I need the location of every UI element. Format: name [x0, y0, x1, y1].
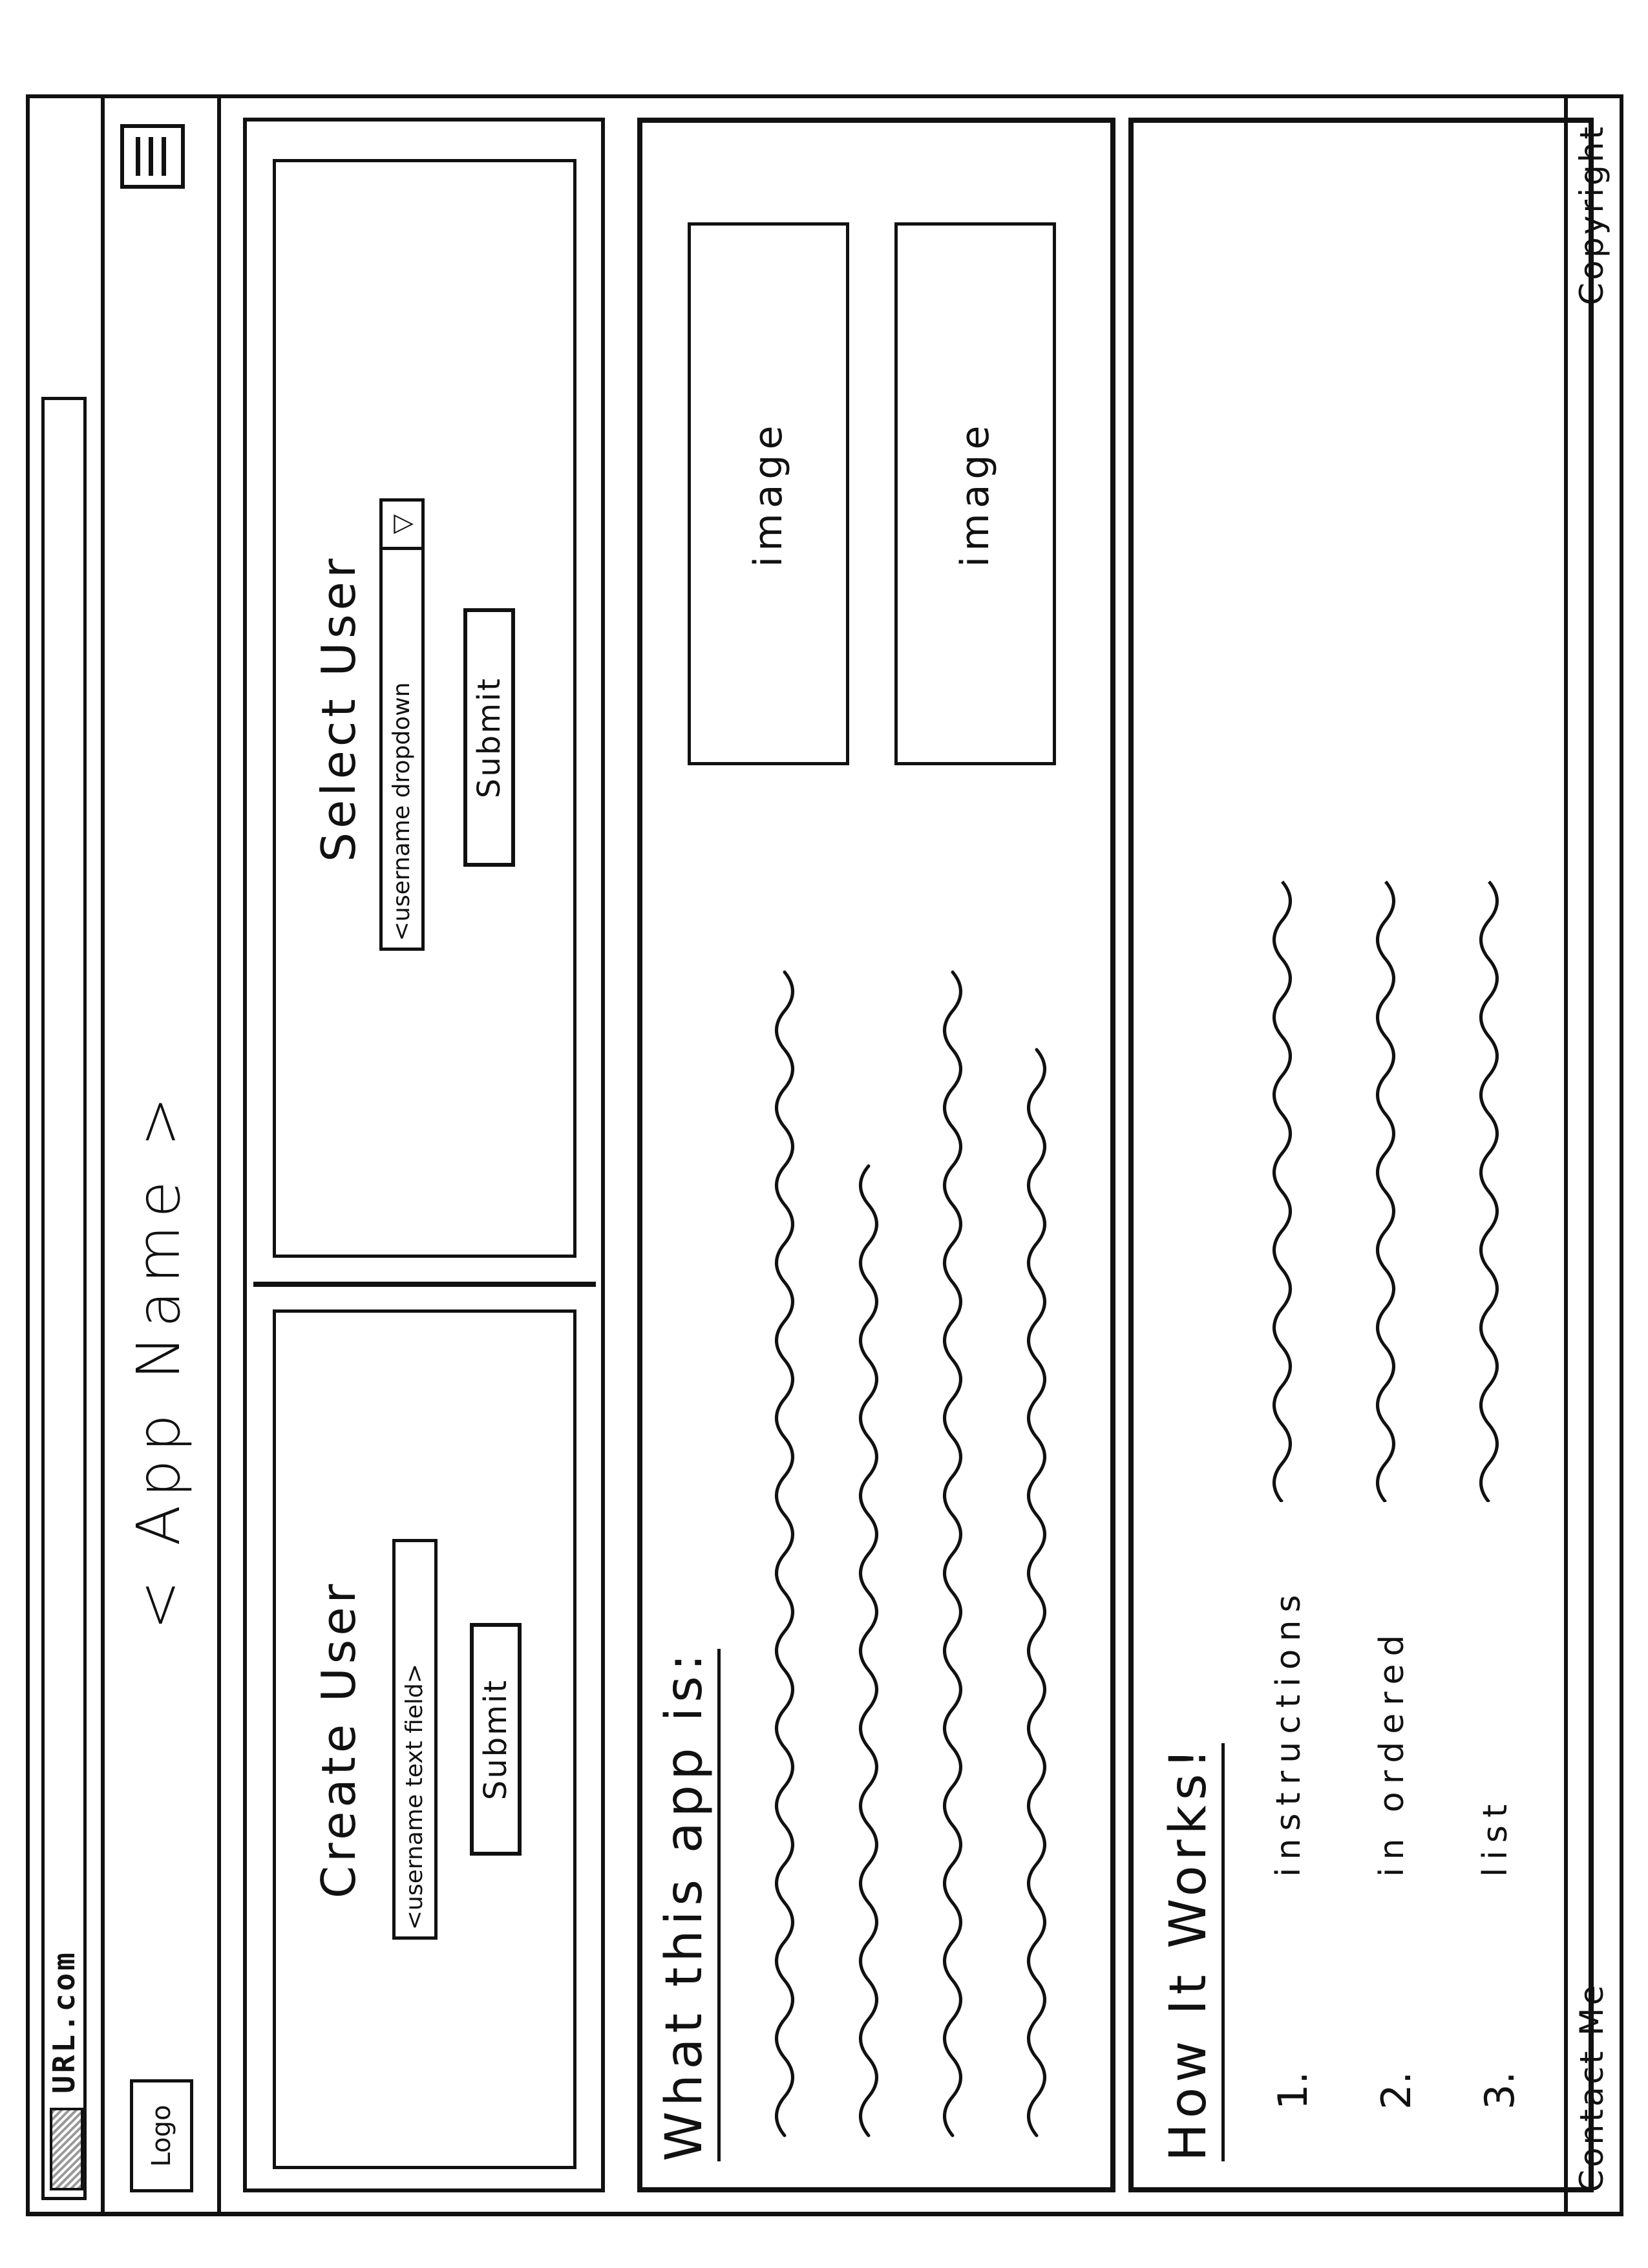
address-bar: URL.com	[30, 98, 105, 2212]
about-image-1: image	[688, 222, 849, 765]
site-header: Logo < App Name >	[101, 98, 221, 2212]
user-forms-section: Create User <username text field> Submit…	[243, 118, 605, 2192]
create-user-panel: Create User <username text field> Submit	[273, 1309, 576, 2169]
site-icon	[50, 2108, 83, 2190]
contact-me-link[interactable]: Contact Me	[1573, 1982, 1611, 2192]
select-user-title: Select User	[312, 555, 366, 862]
step-text: list	[1476, 1796, 1515, 1877]
step-number: 1.	[1269, 2071, 1316, 2110]
logo[interactable]: Logo	[130, 2079, 193, 2192]
select-user-submit-button[interactable]: Submit	[463, 608, 515, 867]
url-text: URL.com	[47, 1950, 81, 2093]
list-item: 1. instructions	[1243, 196, 1347, 2136]
create-user-submit-button[interactable]: Submit	[470, 1623, 522, 1856]
about-section: What this app is: image image	[637, 118, 1115, 2192]
dropdown-arrow-icon[interactable]: ▽	[383, 502, 421, 550]
step-text: in ordered	[1373, 1627, 1411, 1877]
hamburger-menu-icon[interactable]	[120, 124, 185, 189]
panel-divider	[253, 1282, 596, 1287]
about-image-2: image	[894, 222, 1056, 765]
browser-window: URL.com Logo < App Name > Create User <u…	[26, 94, 1623, 2216]
how-it-works-heading: How It Works!	[1159, 1743, 1225, 2161]
copyright-text: Copyright	[1573, 124, 1611, 306]
step-number: 3.	[1476, 2071, 1523, 2110]
username-dropdown-value: <username dropdown	[388, 682, 415, 941]
list-item: 2. in ordered	[1347, 196, 1450, 2136]
url-input[interactable]: URL.com	[41, 397, 87, 2200]
app-name-title: < App Name >	[124, 1088, 193, 1630]
select-user-panel: Select User <username dropdown ▽ Submit	[273, 159, 576, 1258]
list-item: 3. list	[1450, 196, 1554, 2136]
placeholder-text-line	[1250, 856, 1304, 1503]
placeholder-text-lines	[759, 856, 1082, 2148]
step-text: instructions	[1269, 1587, 1308, 1877]
username-dropdown[interactable]: <username dropdown ▽	[379, 498, 425, 951]
placeholder-text-line	[1457, 856, 1511, 1503]
instructions-list: 1. instructions 2. in ordered 3. list	[1243, 196, 1567, 2136]
step-number: 2.	[1373, 2071, 1420, 2110]
site-footer: Contact Me Copyright	[1564, 98, 1620, 2212]
create-user-title: Create User	[312, 1580, 366, 1899]
username-text-field[interactable]: <username text field>	[392, 1539, 438, 1940]
about-heading: What this app is:	[655, 1648, 721, 2161]
placeholder-text-line	[1353, 856, 1408, 1503]
how-it-works-section: How It Works! 1. instructions 2. in orde…	[1128, 118, 1594, 2192]
